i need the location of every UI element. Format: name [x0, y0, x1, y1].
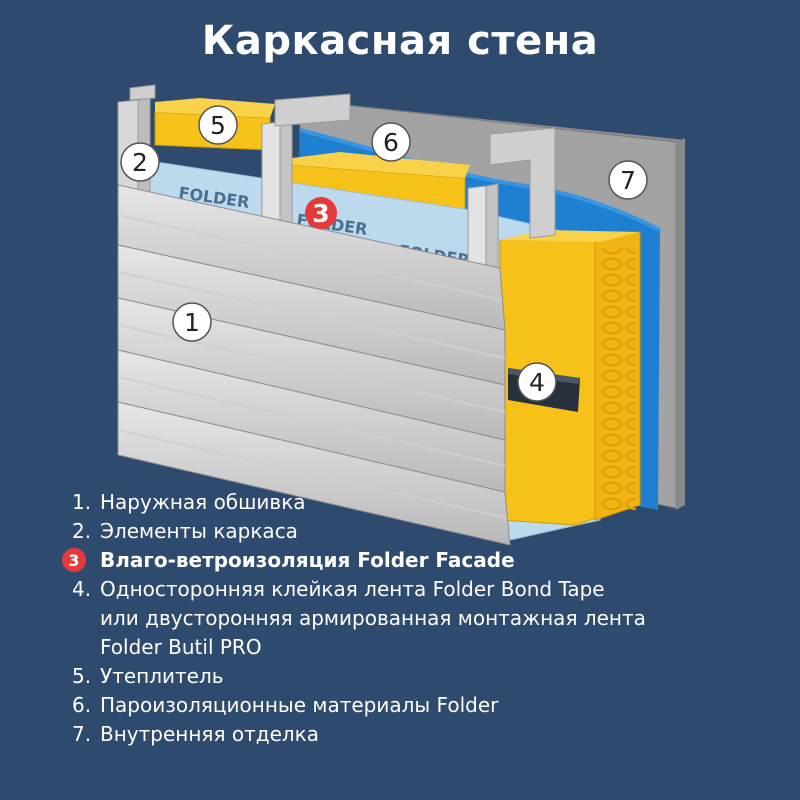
legend-item-6: 6. Пароизоляционные материалы Folder — [72, 691, 772, 720]
callout-3: 3 — [305, 197, 337, 229]
legend-line: Влаго-ветроизоляция Folder Facade — [100, 548, 515, 572]
legend-text: Утеплитель — [100, 662, 772, 691]
legend-line: или двусторонняя армированная монтажная … — [100, 606, 646, 630]
legend-number: 7. — [72, 722, 92, 746]
legend-text: Внутренняя отделка — [100, 720, 772, 749]
legend-number-highlight-badge: 3 — [62, 548, 86, 572]
legend-text: Влаго-ветроизоляция Folder Facade — [100, 546, 772, 575]
legend-text: Пароизоляционные материалы Folder — [100, 691, 772, 720]
legend-line: Folder Butil PRO — [100, 635, 262, 659]
callout-number: 1 — [184, 308, 200, 337]
legend-text: Односторонняя клейкая лента Folder Bond … — [100, 575, 772, 662]
legend-item-3-highlighted: 3 Влаго-ветроизоляция Folder Facade — [62, 546, 772, 575]
callout-2: 2 — [120, 142, 160, 182]
legend-item-2: 2. Элементы каркаса — [72, 517, 772, 546]
legend-line: Элементы каркаса — [100, 519, 298, 543]
legend-line: Односторонняя клейкая лента Folder Bond … — [100, 577, 605, 601]
legend-line: Утеплитель — [100, 664, 224, 688]
callout-4: 4 — [517, 362, 557, 402]
page-title: Каркасная стена — [201, 18, 599, 64]
callout-number: 7 — [620, 166, 636, 195]
legend-line: Наружная обшивка — [100, 490, 306, 514]
exterior-siding — [117, 184, 511, 546]
callout-number: 4 — [529, 368, 545, 397]
callout-6: 6 — [371, 122, 411, 162]
callout-number: 6 — [383, 128, 399, 157]
legend-item-1: 1. Наружная обшивка — [72, 488, 772, 517]
legend-number: 4. — [72, 577, 92, 601]
legend: 1. Наружная обшивка 2. Элементы каркаса … — [62, 488, 772, 749]
legend-line: Пароизоляционные материалы Folder — [100, 693, 499, 717]
legend-number: 5. — [72, 664, 92, 688]
legend-line: Внутренняя отделка — [100, 722, 319, 746]
legend-item-4: 4. Односторонняя клейкая лента Folder Bo… — [72, 575, 772, 662]
legend-number: 6. — [72, 693, 92, 717]
callout-5: 5 — [198, 105, 238, 145]
legend-text: Наружная обшивка — [100, 488, 772, 517]
legend-item-5: 5. Утеплитель — [72, 662, 772, 691]
legend-text: Элементы каркаса — [100, 517, 772, 546]
legend-number: 2. — [72, 519, 92, 543]
callout-number: 5 — [210, 111, 226, 140]
legend-item-7: 7. Внутренняя отделка — [72, 720, 772, 749]
frame-studs — [117, 84, 556, 303]
callout-7: 7 — [608, 160, 648, 200]
callout-number: 3 — [312, 199, 329, 228]
callout-1: 1 — [172, 302, 212, 342]
callout-number: 2 — [132, 148, 148, 177]
legend-number: 1. — [72, 490, 92, 514]
